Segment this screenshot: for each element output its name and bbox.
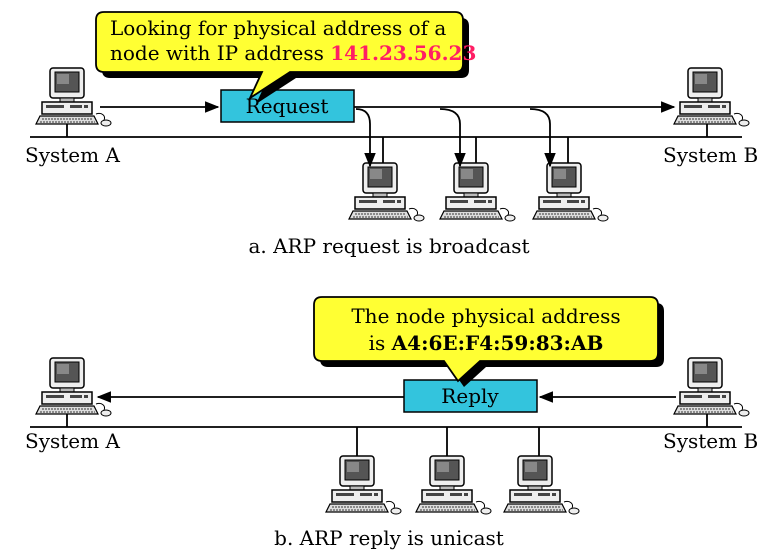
broadcast-arrow-node-3 xyxy=(529,108,556,168)
system-a-label-b: System A xyxy=(25,429,120,453)
request-packet-label: Request xyxy=(246,94,329,118)
panel-b: Reply The node physical address is A4:6E… xyxy=(25,296,758,550)
reply-callout-prefix: is xyxy=(369,331,392,355)
system-b-label-b: System B xyxy=(663,429,758,453)
computer-icon xyxy=(415,455,492,515)
caption-a: a. ARP request is broadcast xyxy=(248,234,529,258)
reply-callout-line2: is A4:6E:F4:59:83:AB xyxy=(369,331,604,355)
computer-icon xyxy=(348,162,425,222)
reply-packet-label: Reply xyxy=(441,384,499,408)
request-callout-prefix: node with IP address xyxy=(110,41,330,65)
system-b-label-a: System B xyxy=(663,143,758,167)
physical-address: A4:6E:F4:59:83:AB xyxy=(391,331,604,355)
broadcast-arrow-node-1 xyxy=(355,108,376,168)
computer-icon xyxy=(35,357,112,417)
computer-icon xyxy=(439,162,516,222)
request-packet xyxy=(220,89,355,123)
system-a-label-a: System A xyxy=(25,143,120,167)
computer-icon xyxy=(673,357,750,417)
computer-icon xyxy=(503,455,580,515)
reply-callout-line1: The node physical address xyxy=(351,304,620,328)
computer-icon xyxy=(325,455,402,515)
computer-icon xyxy=(673,67,750,127)
request-callout-line2: node with IP address 141.23.56.23 xyxy=(110,41,476,65)
caption-b: b. ARP reply is unicast xyxy=(274,526,504,550)
target-ip-address: 141.23.56.23 xyxy=(330,41,476,65)
request-callout-line1: Looking for physical address of a xyxy=(110,16,446,40)
panel-a: Request Looking for physical address of … xyxy=(25,11,758,258)
computer-icon xyxy=(532,162,609,222)
request-callout: Looking for physical address of a node w… xyxy=(95,11,476,104)
reply-callout: The node physical address is A4:6E:F4:59… xyxy=(313,296,664,387)
reply-packet xyxy=(403,379,538,413)
broadcast-arrow-node-2 xyxy=(439,108,466,168)
computer-icon xyxy=(35,67,112,127)
